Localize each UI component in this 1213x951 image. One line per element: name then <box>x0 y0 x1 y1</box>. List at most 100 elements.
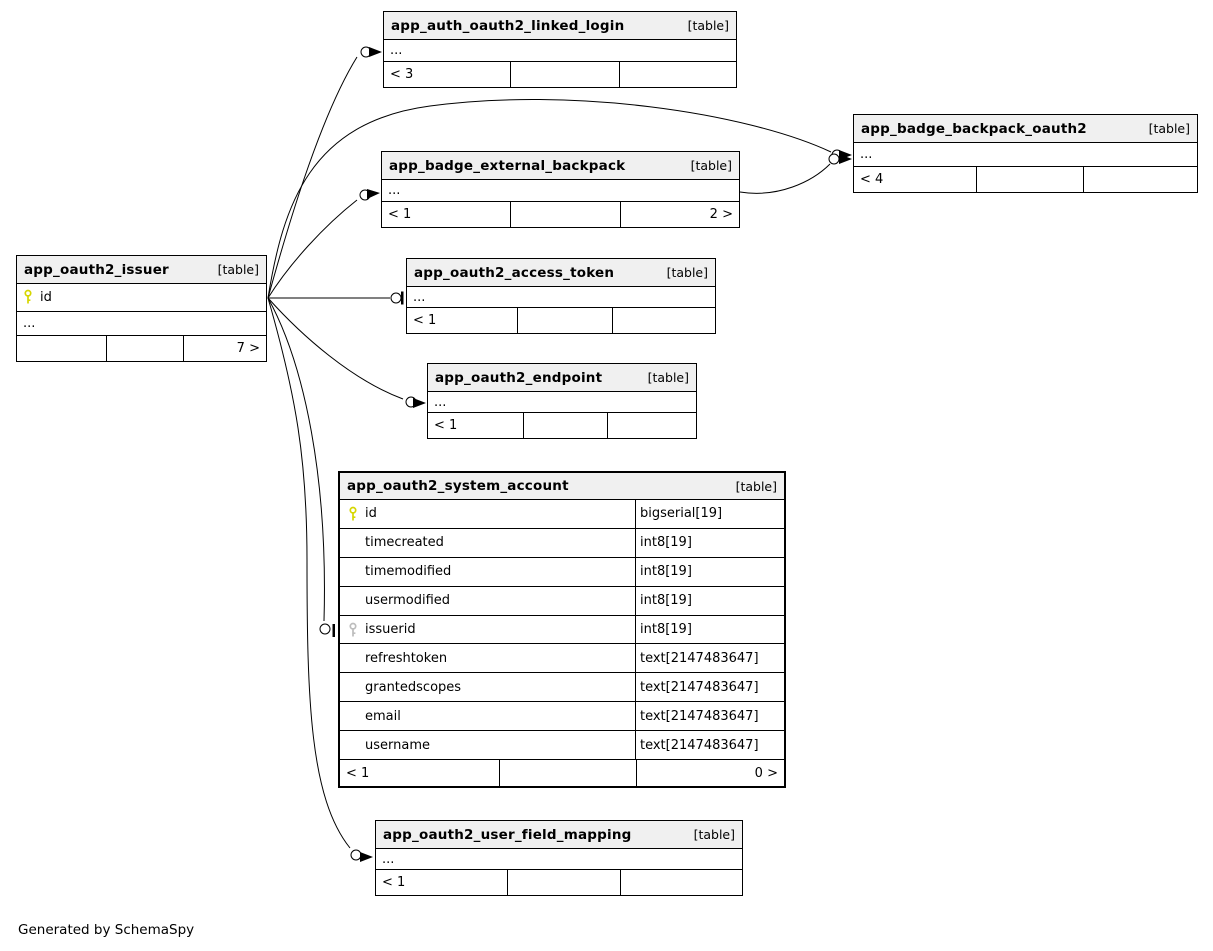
ellipsis-row: ... <box>407 287 715 308</box>
footer-mid-cell <box>500 760 638 787</box>
table-header: app_badge_backpack_oauth2 [table] <box>854 115 1197 143</box>
table-node-app-auth-oauth2-linked-login[interactable]: app_auth_oauth2_linked_login [table] ...… <box>383 11 737 88</box>
table-footer: 7 > <box>17 336 266 361</box>
column-row: timemodified int8[19] <box>340 557 784 587</box>
table-type-badge: [table] <box>647 370 689 385</box>
table-name[interactable]: app_oauth2_endpoint <box>435 369 603 386</box>
table-footer: < 1 <box>428 413 696 438</box>
column-name: grantedscopes <box>365 679 462 695</box>
table-node-app-oauth2-issuer[interactable]: app_oauth2_issuer [table] id ... 7 > <box>16 255 267 362</box>
column-name: timecreated <box>365 535 444 551</box>
footer-children-count <box>1084 167 1197 192</box>
column-row: refreshtoken text[2147483647] <box>340 644 784 674</box>
column-row: id bigserial[19] <box>340 500 784 529</box>
table-name[interactable]: app_badge_backpack_oauth2 <box>861 120 1087 137</box>
column-name: issuerid <box>365 622 416 637</box>
edge-issuer-system-account <box>267 297 325 622</box>
footer-parents-count: < 1 <box>340 760 500 787</box>
table-type-badge: [table] <box>693 827 735 842</box>
footer-parents-count: < 1 <box>428 413 525 438</box>
table-footer: < 1 <box>407 308 715 333</box>
edge-issuer-endpoint <box>267 297 404 400</box>
ellipsis-row: ... <box>376 849 742 870</box>
foreign-key-icon <box>348 622 358 638</box>
table-footer: < 1 0 > <box>340 760 784 787</box>
column-type: int8[19] <box>635 615 784 644</box>
table-type-badge: [table] <box>217 262 259 277</box>
footer-mid-cell <box>107 336 184 361</box>
column-row: grantedscopes text[2147483647] <box>340 673 784 703</box>
footer-children-count: 2 > <box>709 207 733 222</box>
footer-mid-cell <box>524 413 608 438</box>
ellipsis-row: ... <box>854 143 1197 167</box>
table-node-app-oauth2-endpoint[interactable]: app_oauth2_endpoint [table] ... < 1 <box>427 363 697 439</box>
table-header: app_oauth2_access_token [table] <box>407 259 715 287</box>
column-row: username text[2147483647] <box>340 731 784 761</box>
table-node-app-oauth2-access-token[interactable]: app_oauth2_access_token [table] ... < 1 <box>406 258 716 334</box>
table-header: app_oauth2_endpoint [table] <box>428 364 696 392</box>
footer-mid-cell <box>511 202 622 227</box>
table-node-app-badge-backpack-oauth2[interactable]: app_badge_backpack_oauth2 [table] ... < … <box>853 114 1198 193</box>
column-type: text[2147483647] <box>635 644 784 673</box>
table-name[interactable]: app_oauth2_user_field_mapping <box>383 826 632 843</box>
table-node-app-oauth2-system-account[interactable]: app_oauth2_system_account [table] id big… <box>338 471 786 788</box>
table-footer: < 1 <box>376 870 742 895</box>
ellipsis-row: ... <box>384 40 736 62</box>
ellipsis-row: ... <box>17 312 266 336</box>
footer-mid-cell <box>508 870 622 895</box>
column-name: usermodified <box>365 593 451 609</box>
table-type-badge: [table] <box>1148 121 1190 136</box>
column-type: int8[19] <box>635 528 784 557</box>
footer-parents-count: < 4 <box>854 167 978 192</box>
column-type: text[2147483647] <box>635 673 784 702</box>
column-name: email <box>365 708 401 724</box>
column-row: issuerid int8[19] <box>340 615 784 645</box>
table-node-app-oauth2-user-field-mapping[interactable]: app_oauth2_user_field_mapping [table] ..… <box>375 820 743 896</box>
primary-key-icon <box>348 506 358 522</box>
table-footer: < 1 2 > <box>382 202 739 227</box>
column-row: email text[2147483647] <box>340 702 784 732</box>
ellipsis-row: ... <box>382 180 739 202</box>
primary-key-icon <box>23 289 33 305</box>
edge-external-backpack-badge-backpack <box>739 163 831 194</box>
edge-issuer-badge-backpack <box>267 99 832 299</box>
table-name[interactable]: app_badge_external_backpack <box>389 157 626 174</box>
footer-parents-count: < 1 <box>382 202 511 227</box>
table-footer: < 4 <box>854 167 1197 192</box>
column-row: timecreated int8[19] <box>340 528 784 558</box>
ellipsis-row: ... <box>428 392 696 413</box>
table-footer: < 3 <box>384 62 736 87</box>
column-type: int8[19] <box>635 557 784 586</box>
column-row: id <box>17 284 266 312</box>
column-type: text[2147483647] <box>635 702 784 731</box>
footer-children-count <box>613 308 715 333</box>
column-name: timemodified <box>365 564 452 580</box>
column-type: bigserial[19] <box>635 500 784 528</box>
footer-children-count: 0 > <box>754 765 778 781</box>
footer-parents-count: < 3 <box>384 62 511 87</box>
column-name: username <box>365 737 430 753</box>
table-name[interactable]: app_oauth2_system_account <box>347 478 569 494</box>
table-type-badge: [table] <box>735 478 777 494</box>
table-node-app-badge-external-backpack[interactable]: app_badge_external_backpack [table] ... … <box>381 151 740 228</box>
table-type-badge: [table] <box>666 265 708 280</box>
table-name[interactable]: app_oauth2_access_token <box>414 264 615 281</box>
column-row: usermodified int8[19] <box>340 586 784 616</box>
footer-children-count <box>621 870 742 895</box>
table-name[interactable]: app_oauth2_issuer <box>24 261 169 278</box>
column-type: text[2147483647] <box>635 731 784 760</box>
edge-issuer-external-backpack <box>267 199 358 299</box>
table-type-badge: [table] <box>687 18 729 33</box>
footer-children-count <box>620 62 736 87</box>
footer-parents-count: < 1 <box>407 308 518 333</box>
footer-mid-cell <box>518 308 614 333</box>
column-name: id <box>365 506 377 522</box>
table-name[interactable]: app_auth_oauth2_linked_login <box>391 17 625 34</box>
footer-children-count: 7 > <box>236 341 260 356</box>
footer-parents-count <box>17 336 107 361</box>
column-name: id <box>40 289 52 305</box>
column-type: int8[19] <box>635 586 784 615</box>
table-header: app_oauth2_system_account [table] <box>340 473 784 500</box>
edge-issuer-linked-login <box>267 56 358 299</box>
